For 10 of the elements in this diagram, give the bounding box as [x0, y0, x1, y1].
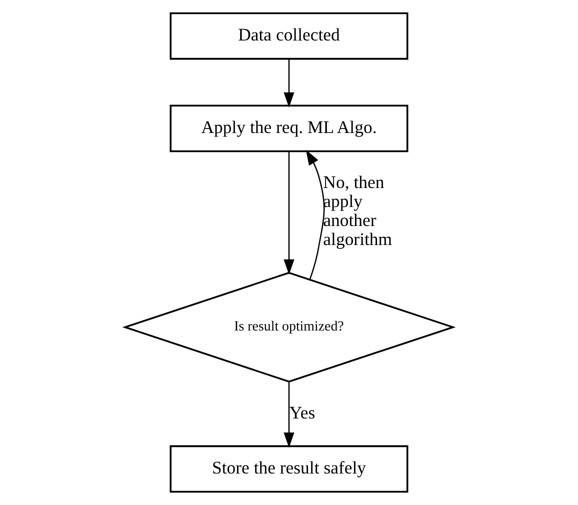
arrow	[284, 59, 294, 108]
arrow	[284, 151, 294, 275]
node-box: Data collected	[170, 12, 408, 60]
edge-label: No, then apply another algorithm	[323, 172, 392, 250]
node-diamond: Is result optimized?	[122, 272, 456, 383]
edge-label: Yes	[289, 402, 316, 423]
arrow	[284, 382, 294, 448]
node-box: Store the result safely	[170, 445, 408, 493]
node-box: Apply the req. ML Algo.	[170, 104, 408, 152]
arrow	[306, 150, 325, 280]
